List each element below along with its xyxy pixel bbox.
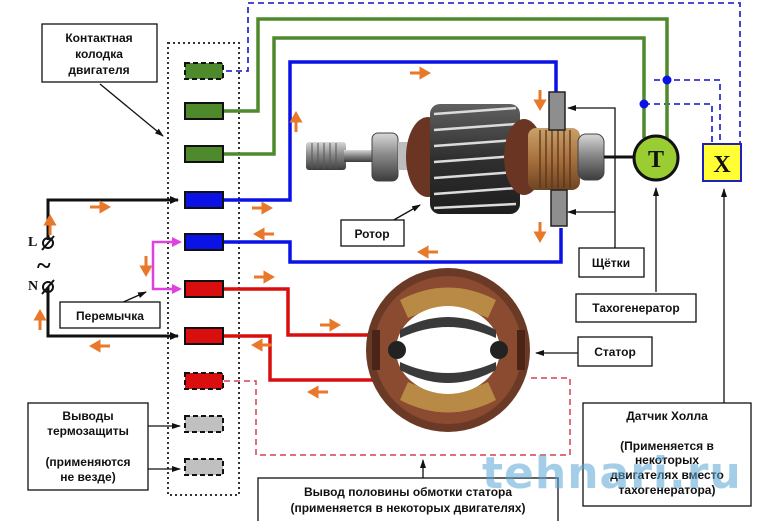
label-line: двигателя	[68, 63, 129, 77]
label-half-winding: Вывод половины обмотки статора (применяе…	[257, 477, 559, 521]
current-arrow-icon	[410, 66, 432, 80]
label-terminal-block: Контактная колодка двигателя	[41, 23, 158, 83]
terminal-rotor-1	[184, 191, 224, 209]
label-jumper: Перемычка	[59, 301, 161, 329]
stator-wires	[224, 287, 380, 382]
label-line: Датчик Холла	[626, 409, 708, 423]
current-arrow-icon	[533, 90, 547, 112]
label-line: Вывод половины обмотки статора	[304, 485, 512, 499]
label-brushes: Щётки	[578, 247, 645, 278]
jumper-wire	[151, 240, 178, 291]
terminal-block-frame	[167, 42, 240, 496]
brush-bottom	[550, 189, 568, 227]
junction-dot	[639, 99, 649, 109]
current-arrow-icon	[306, 385, 328, 399]
terminal-tacho-1	[184, 102, 224, 120]
current-direction-arrows	[33, 66, 547, 399]
label-rotor: Ротор	[340, 219, 405, 247]
label-line: Тахогенератор	[592, 301, 679, 315]
label-line: не везде)	[60, 470, 115, 484]
jumper-arrowhead	[172, 237, 182, 247]
tachogenerator-wires	[224, 17, 669, 156]
terminal-screw-icon	[41, 235, 55, 251]
tacho-letter: T	[648, 147, 664, 173]
mains-wires	[46, 196, 179, 340]
terminal-stator-half	[184, 372, 224, 390]
label-line: Перемычка	[76, 309, 144, 323]
current-arrow-icon	[250, 338, 272, 352]
terminal-thermal-1	[184, 415, 224, 433]
current-arrow-icon	[90, 200, 112, 214]
rotor-image	[306, 104, 605, 214]
tachogenerator-symbol: T	[632, 134, 680, 182]
stator-image	[366, 268, 530, 432]
jumper-arrowhead	[172, 284, 182, 294]
watermark: tehnari.ru	[482, 448, 742, 499]
label-stator: Статор	[577, 336, 653, 367]
ac-symbol: ~	[37, 251, 51, 280]
label-line: Статор	[594, 345, 636, 359]
label-line: Выводы	[62, 409, 113, 423]
label-line: термозащиты	[47, 424, 129, 438]
current-arrow-icon	[252, 201, 274, 215]
current-arrow-icon	[33, 308, 47, 330]
terminal-connectors	[184, 62, 224, 476]
current-arrow-icon	[43, 213, 57, 235]
current-arrow-icon	[252, 227, 274, 241]
label-line: Контактная	[65, 31, 132, 45]
label-line: (применяется в некоторых двигателях)	[290, 501, 525, 515]
label-line: (Применяется в	[620, 439, 714, 453]
junction-dot	[662, 75, 672, 85]
terminal-stator-1	[184, 280, 224, 298]
label-line: (применяются	[45, 455, 130, 469]
hall-letter: X	[713, 152, 731, 178]
label-hall-sensor: Датчик Холла (Применяется в некоторых дв…	[582, 402, 752, 507]
terminal-stator-2	[184, 327, 224, 345]
rotor-wires	[224, 60, 563, 264]
half-winding-wire	[224, 377, 571, 456]
label-line: Ротор	[354, 227, 389, 241]
brush-top	[548, 91, 566, 131]
current-arrow-icon	[416, 245, 438, 259]
terminal-hall-signal	[184, 62, 224, 80]
label-line: Щётки	[592, 256, 630, 270]
terminal-thermal-2	[184, 458, 224, 476]
label-tachogenerator: Тахогенератор	[575, 293, 697, 323]
hall-sensor-symbol: X	[702, 143, 742, 182]
current-arrow-icon	[88, 339, 110, 353]
label-line: тахогенератора)	[619, 483, 716, 497]
callout-leaders	[99, 83, 727, 478]
terminal-screw-icon	[41, 279, 55, 295]
terminal-tacho-2	[184, 145, 224, 163]
mains-label-L: L	[28, 235, 37, 250]
terminal-rotor-2	[184, 233, 224, 251]
current-arrow-icon	[139, 256, 153, 278]
current-arrow-icon	[289, 110, 303, 132]
label-line: некоторых	[635, 453, 699, 467]
label-thermal-protection: Выводы термозащиты (применяются не везде…	[27, 402, 149, 491]
mains-label-N: N	[28, 279, 38, 294]
current-arrow-icon	[254, 270, 276, 284]
current-arrow-icon	[533, 222, 547, 244]
current-arrow-icon	[320, 318, 342, 332]
label-line: колодка	[75, 47, 123, 61]
label-line: двигателях вместо	[610, 468, 724, 482]
